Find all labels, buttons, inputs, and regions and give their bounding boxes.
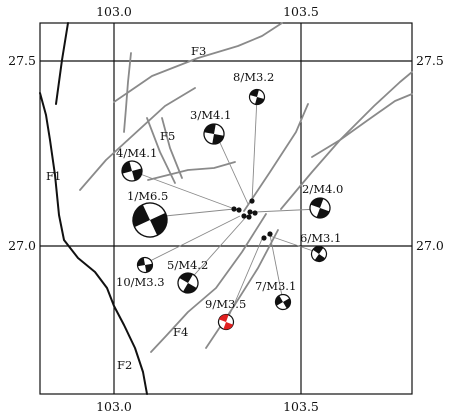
connector-7 xyxy=(269,234,284,302)
epicentre-2 xyxy=(252,210,258,216)
connector-10 xyxy=(143,215,241,265)
minor-faults xyxy=(79,22,413,353)
connector-9 xyxy=(226,238,263,322)
fault-branch-1 xyxy=(79,87,196,191)
beachball-10 xyxy=(136,256,154,274)
epicentre-1 xyxy=(231,206,237,212)
y-label-left-1: 27.5 xyxy=(8,53,36,68)
fault-ne-2 xyxy=(311,93,413,158)
connector-lines xyxy=(131,96,320,322)
epicentre-4 xyxy=(241,213,247,219)
beachball-2 xyxy=(309,197,331,219)
event-label-8: 8/M3.2 xyxy=(233,70,274,84)
epicentre-5 xyxy=(246,214,252,220)
fault-f4-branch xyxy=(205,229,279,349)
connector-5 xyxy=(187,216,247,283)
event-label-6: 6/M3.1 xyxy=(300,231,341,245)
fault-label-f5: F5 xyxy=(160,129,175,143)
connector-1 xyxy=(164,208,235,217)
beachball-3 xyxy=(203,123,225,145)
epicentres xyxy=(231,198,273,241)
fault-central xyxy=(243,103,309,212)
event-label-10: 10/M3.3 xyxy=(116,275,165,289)
fault-branch-3 xyxy=(161,117,183,179)
connector-8 xyxy=(251,96,258,203)
fault-label-f1: F1 xyxy=(46,169,61,183)
event-label-1: 1/M6.5 xyxy=(127,189,168,203)
x-label-bottom-1: 103.0 xyxy=(96,399,132,414)
x-label-bottom-2: 103.5 xyxy=(283,399,319,414)
epicentre-6 xyxy=(261,235,267,241)
beachball-6 xyxy=(310,245,328,263)
fault-branch-4 xyxy=(147,161,236,181)
event-label-4: 4/M4.1 xyxy=(116,146,157,160)
event-label-2: 2/M4.0 xyxy=(302,182,343,196)
beachball-8 xyxy=(248,88,266,106)
connector-6 xyxy=(266,234,320,254)
fault-f3-trace xyxy=(113,22,283,103)
epicentre-1b xyxy=(236,207,242,213)
map-frame xyxy=(39,22,413,395)
connector-4 xyxy=(131,170,233,209)
fault-f1-trace xyxy=(55,22,69,105)
graticule xyxy=(40,23,412,394)
x-label-top-1: 103.0 xyxy=(96,4,132,19)
epicentre-3 xyxy=(247,209,253,215)
major-faults xyxy=(39,22,148,395)
connector-2 xyxy=(254,208,320,213)
epicentre-7 xyxy=(267,231,273,237)
beachball-9 xyxy=(217,313,235,331)
fault-label-f4: F4 xyxy=(173,325,188,339)
fault-label-f3: F3 xyxy=(191,44,206,58)
fault-f1-trace-south xyxy=(39,92,148,395)
fault-f5-trace xyxy=(123,52,132,133)
event-label-7: 7/M3.1 xyxy=(255,279,296,293)
connector-3 xyxy=(215,133,249,205)
y-label-right-2: 27.0 xyxy=(416,238,444,253)
beachball-5 xyxy=(177,272,199,294)
fault-ne-1 xyxy=(280,71,413,210)
beachball-1 xyxy=(132,202,168,238)
event-label-9: 9/M3.5 xyxy=(205,297,246,311)
fault-label-f2: F2 xyxy=(117,358,132,372)
event-label-5: 5/M4.2 xyxy=(167,258,208,272)
fault-branch-2 xyxy=(146,117,176,184)
beachball-4 xyxy=(121,160,143,182)
x-label-top-2: 103.5 xyxy=(283,4,319,19)
y-label-left-2: 27.0 xyxy=(8,238,36,253)
fault-f4-trace xyxy=(150,213,267,353)
y-label-right-1: 27.5 xyxy=(416,53,444,68)
beachball-7 xyxy=(274,293,292,311)
event-label-3: 3/M4.1 xyxy=(190,108,231,122)
epicentre-8 xyxy=(249,198,255,204)
